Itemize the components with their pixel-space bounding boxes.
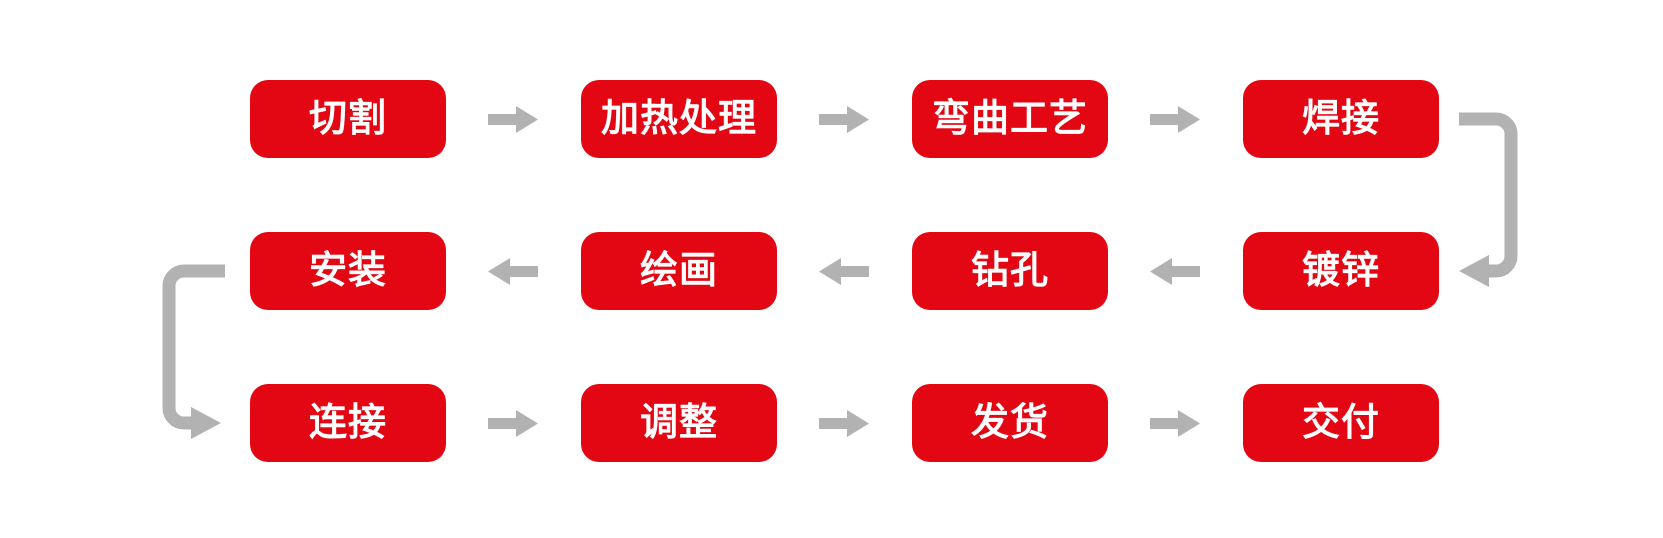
flow-node-delivery: 交付 [1243,384,1439,462]
flow-node-welding: 焊接 [1243,80,1439,158]
arrow-right-head-icon [191,407,221,439]
flow-node-shipping: 发货 [912,384,1108,462]
arrow-left-icon [819,258,869,285]
arrow-left-head-icon [1459,255,1489,287]
flow-node-galvanizing: 镀锌 [1243,232,1439,310]
arrow-right-icon [488,106,538,133]
flow-node-bending: 弯曲工艺 [912,80,1108,158]
flow-node-heat-treatment: 加热处理 [581,80,777,158]
flow-node-cutting: 切割 [250,80,446,158]
connector-row1-row2 [1459,112,1518,287]
flow-node-adjustment: 调整 [581,384,777,462]
connector-row2-row3 [162,264,225,439]
flow-node-installation: 安装 [250,232,446,310]
arrow-right-icon [1150,410,1200,437]
arrow-right-icon [488,410,538,437]
flow-node-painting: 绘画 [581,232,777,310]
arrow-right-icon [819,410,869,437]
arrow-left-icon [488,258,538,285]
flow-node-connecting: 连接 [250,384,446,462]
arrow-left-icon [1150,258,1200,285]
arrow-right-icon [819,106,869,133]
arrow-right-icon [1150,106,1200,133]
flow-node-drilling: 钻孔 [912,232,1108,310]
